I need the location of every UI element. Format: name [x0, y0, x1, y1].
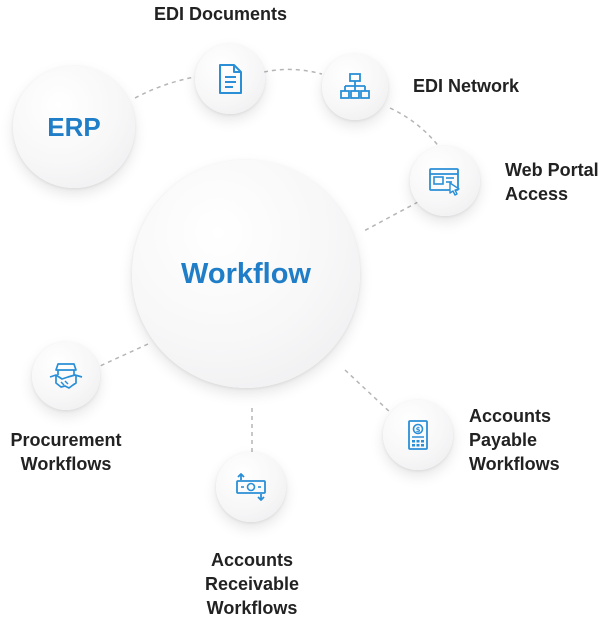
connector-erp-edi-documents [134, 75, 201, 99]
procurement-label: Procurement Workflows [10, 430, 122, 474]
connector-center-procurement [99, 343, 149, 367]
money-transfer-icon [236, 473, 266, 501]
erp-circle: ERP [13, 66, 135, 188]
edi-documents-node [195, 44, 265, 114]
workflow-label: Workflow [181, 257, 311, 290]
document-icon [219, 64, 242, 94]
connector-center-accounts-payable [344, 369, 393, 415]
erp-label: ERP [47, 111, 101, 142]
accounts-payable-label: Accounts Payable Workflows [469, 406, 560, 474]
web-portal-icon [429, 168, 460, 196]
accounts-receivable-label: Accounts Receivable Workflows [204, 550, 300, 618]
edi-network-node [322, 54, 388, 120]
accounts-payable-node: $ [383, 400, 453, 470]
connector-edi-documents-edi-network [263, 68, 323, 75]
connector-edi-network-web-portal [389, 107, 441, 149]
handshake-icon [49, 363, 83, 389]
svg-text:$: $ [416, 426, 421, 434]
edi-documents-label: EDI Documents [154, 4, 288, 24]
web-portal-node [410, 146, 480, 216]
network-icon [340, 73, 370, 99]
procurement-node [32, 342, 100, 410]
accounts-receivable-node [216, 452, 286, 522]
workflow-hub: Workflow [132, 160, 360, 388]
web-portal-label: Web Portal Access [505, 160, 599, 204]
invoice-icon: $ [408, 420, 428, 450]
connector-web-portal-center [361, 201, 419, 233]
edi-network-label: EDI Network [413, 76, 520, 96]
